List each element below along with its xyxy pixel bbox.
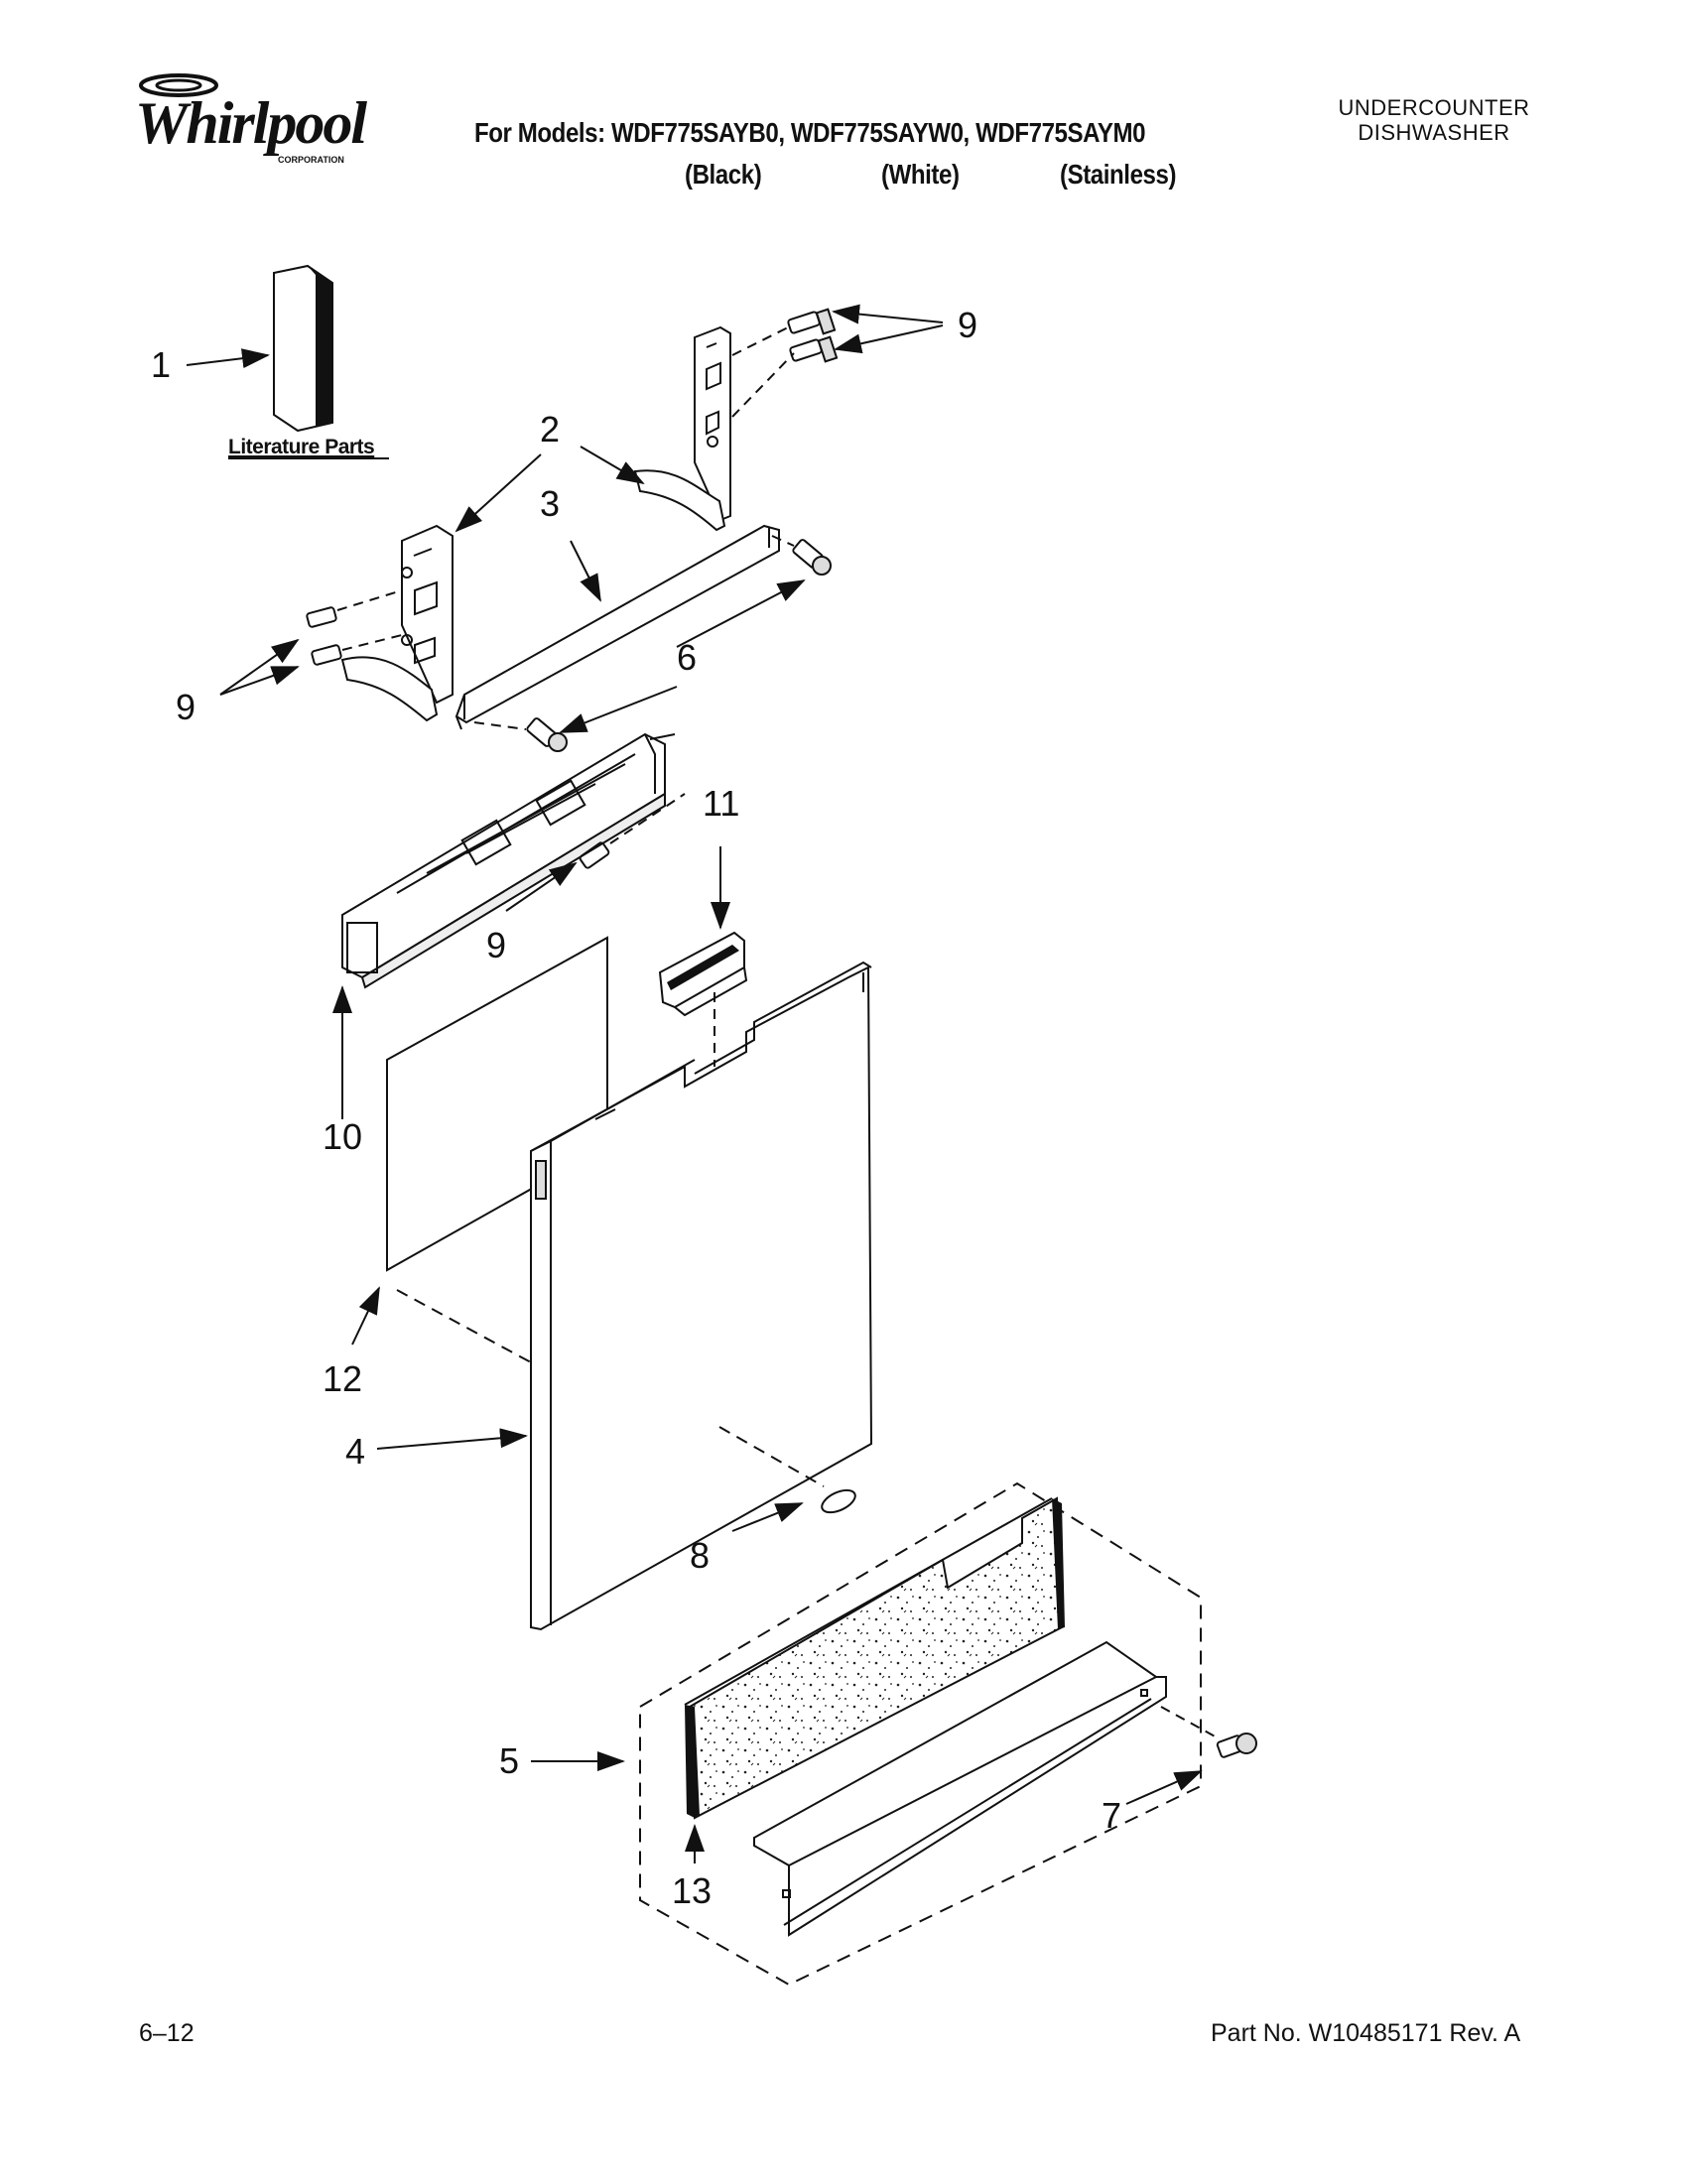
logo-corporation: CORPORATION	[278, 155, 344, 165]
hinge-bracket-left	[340, 524, 454, 722]
callout-7: 7	[1102, 1795, 1121, 1836]
screw-trim-right	[792, 539, 832, 576]
callout-8: 8	[690, 1535, 710, 1576]
callout-2: 2	[540, 409, 560, 450]
whirlpool-logo: Whirlpool CORPORATION	[129, 65, 407, 177]
callout-6: 6	[677, 637, 697, 678]
screw-upper-1	[787, 308, 837, 335]
toe-panel	[753, 1640, 1167, 1937]
literature-booklet	[273, 264, 333, 433]
top-trim-bar	[454, 524, 780, 730]
part-number: Part No. W10485171 Rev. A	[1211, 2019, 1521, 2047]
finish-stainless: (Stainless)	[1060, 159, 1177, 190]
product-type-line2: DISHWASHER	[1358, 120, 1510, 145]
screw-left-1	[306, 606, 337, 628]
control-console	[341, 732, 676, 989]
callout-12: 12	[323, 1358, 362, 1399]
callout-10: 10	[323, 1116, 362, 1157]
finish-black: (Black)	[685, 159, 762, 190]
toe-panel-insulation	[684, 1496, 1065, 1820]
screw-toe-panel	[1216, 1733, 1257, 1758]
callout-3: 3	[540, 483, 560, 524]
logo-swirl-icon	[139, 73, 218, 97]
hinge-bracket-right	[633, 325, 731, 532]
toe-panel-group-box	[639, 1481, 1202, 1987]
product-type-line1: UNDERCOUNTER	[1338, 95, 1530, 120]
callout-13: 13	[672, 1870, 712, 1911]
callout-5: 5	[499, 1740, 519, 1781]
callout-9-console: 9	[486, 925, 506, 965]
product-type: UNDERCOUNTER DISHWASHER	[1320, 95, 1548, 145]
screw-left-2	[311, 644, 342, 666]
page-number: 6–12	[139, 2019, 195, 2047]
models-line: For Models: WDF775SAYB0, WDF775SAYW0, WD…	[474, 117, 1146, 148]
literature-parts-label: Literature Parts	[228, 436, 374, 458]
screw-console	[579, 841, 610, 869]
callout-9-upper: 9	[958, 305, 977, 345]
callout-9-left: 9	[176, 687, 195, 727]
finish-white: (White)	[881, 159, 960, 190]
screw-upper-2	[789, 335, 839, 363]
badge	[821, 1488, 856, 1514]
callout-4: 4	[345, 1431, 365, 1472]
callout-11: 11	[703, 783, 739, 824]
door-handle	[658, 931, 748, 1017]
screw-trim-left	[526, 717, 568, 752]
outer-door	[530, 961, 873, 1631]
logo-wordmark: Whirlpool	[135, 90, 367, 156]
callout-1: 1	[151, 344, 171, 385]
